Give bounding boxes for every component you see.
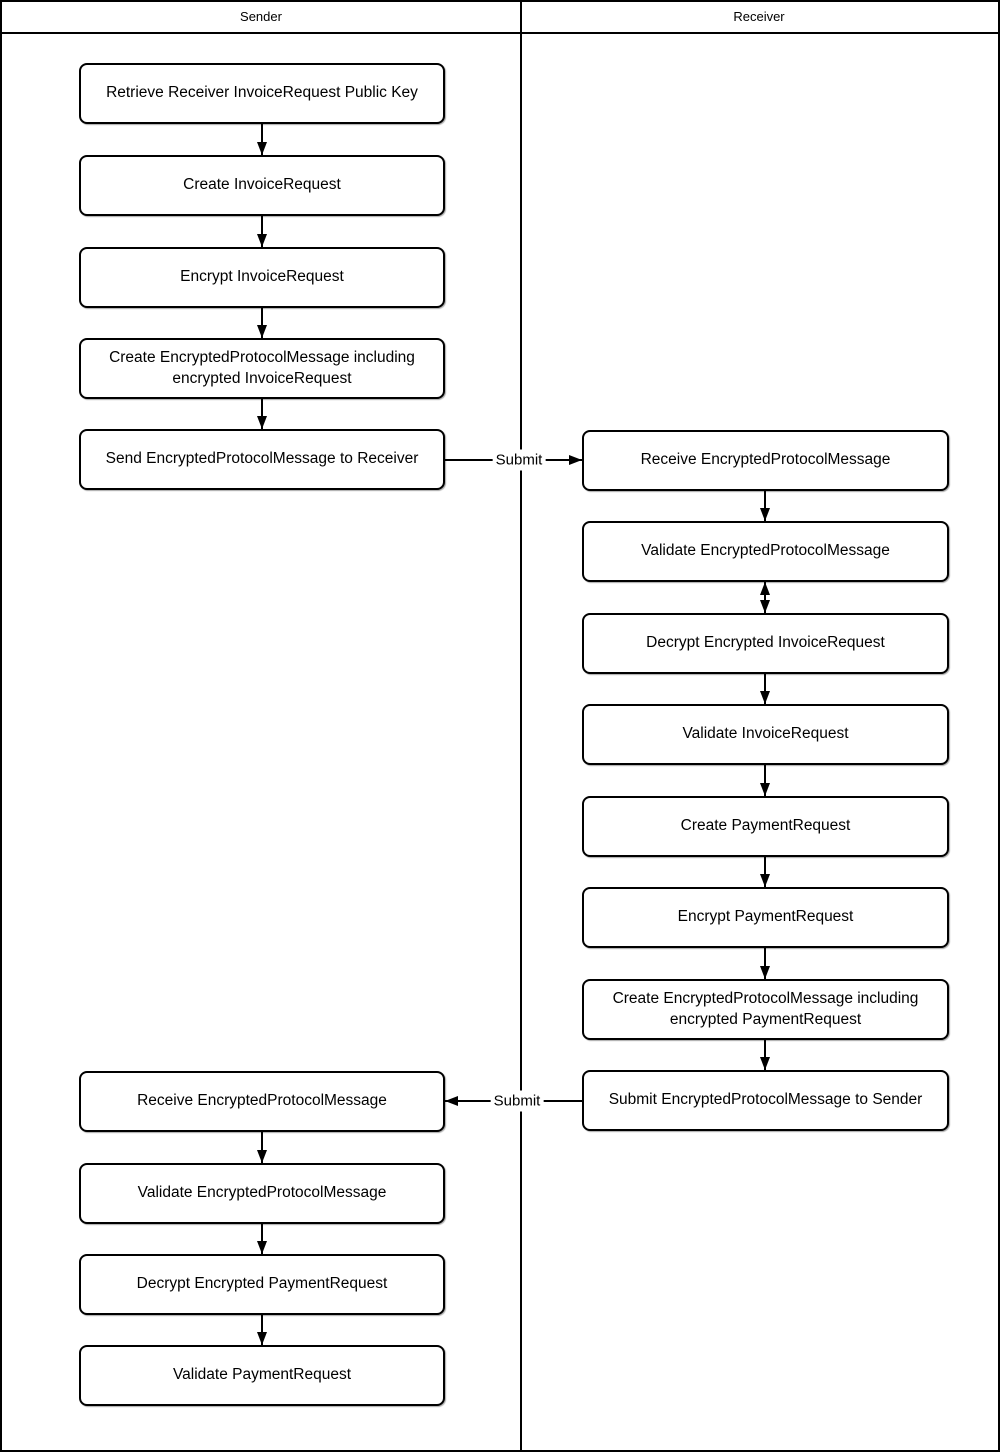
node-create-encryptedprotocolmessage-paymentrequest: Create EncryptedProtocolMessage includin…	[582, 979, 949, 1040]
node-retrieve-receiver-public-key: Retrieve Receiver InvoiceRequest Public …	[79, 63, 445, 124]
lane-header-receiver: Receiver	[733, 9, 785, 24]
lane-divider-line	[520, 2, 522, 1450]
node-sender-validate-encryptedprotocolmessage: Validate EncryptedProtocolMessage	[79, 1163, 445, 1224]
node-create-encryptedprotocolmessage-invoicerequest: Create EncryptedProtocolMessage includin…	[79, 338, 445, 399]
node-encrypt-paymentrequest: Encrypt PaymentRequest	[582, 887, 949, 948]
node-receiver-validate-encryptedprotocolmessage: Validate EncryptedProtocolMessage	[582, 521, 949, 582]
node-sender-receive-encryptedprotocolmessage: Receive EncryptedProtocolMessage	[79, 1071, 445, 1132]
node-submit-encryptedprotocolmessage-to-sender: Submit EncryptedProtocolMessage to Sende…	[582, 1070, 949, 1131]
edge-label-submit-to-receiver: Submit	[492, 449, 546, 471]
node-encrypt-invoicerequest: Encrypt InvoiceRequest	[79, 247, 445, 308]
lane-header-sender: Sender	[240, 9, 282, 24]
node-create-paymentrequest: Create PaymentRequest	[582, 796, 949, 857]
node-create-invoicerequest: Create InvoiceRequest	[79, 155, 445, 216]
node-send-encryptedprotocolmessage-to-receiver: Send EncryptedProtocolMessage to Receive…	[79, 429, 445, 490]
node-validate-invoicerequest: Validate InvoiceRequest	[582, 704, 949, 765]
node-receiver-receive-encryptedprotocolmessage: Receive EncryptedProtocolMessage	[582, 430, 949, 491]
node-decrypt-encrypted-paymentrequest: Decrypt Encrypted PaymentRequest	[79, 1254, 445, 1315]
header-divider-line	[2, 32, 998, 34]
node-validate-paymentrequest: Validate PaymentRequest	[79, 1345, 445, 1406]
edge-label-submit-to-sender: Submit	[490, 1090, 544, 1112]
node-decrypt-encrypted-invoicerequest: Decrypt Encrypted InvoiceRequest	[582, 613, 949, 674]
